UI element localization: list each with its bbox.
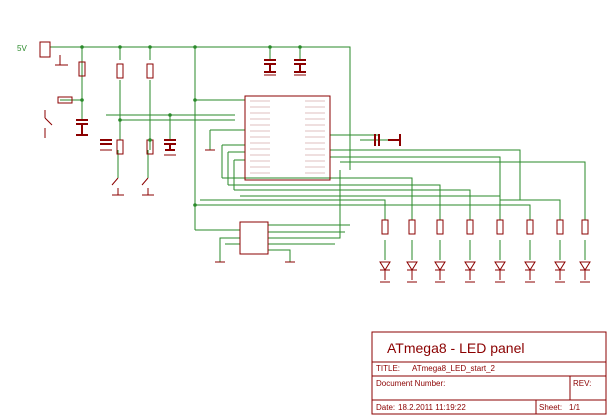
mcu-atmega8 xyxy=(244,95,331,181)
title-block-frame xyxy=(371,331,607,415)
rev-label: REV: xyxy=(573,379,592,388)
led-resistor-1 xyxy=(381,219,389,235)
capacitor-c4 xyxy=(264,59,276,73)
led-resistor-6 xyxy=(526,219,534,235)
mcu-pin-marks xyxy=(250,100,325,174)
led-5 xyxy=(494,261,506,280)
sheet-value: 1/1 xyxy=(569,403,581,412)
power-label: 5V xyxy=(17,44,27,53)
led-resistor-4 xyxy=(466,219,474,235)
led-3 xyxy=(434,261,446,280)
power-connector xyxy=(39,41,51,58)
title-value: ATmega8_LED_start_2 xyxy=(412,364,496,373)
led-resistor-8 xyxy=(581,219,589,235)
wires xyxy=(50,46,586,262)
capacitor-c3 xyxy=(164,139,176,151)
led-resistor-2 xyxy=(408,219,416,235)
led-8 xyxy=(579,261,591,280)
resistor-r2 xyxy=(116,63,124,79)
title-label: TITLE: xyxy=(376,364,401,373)
document-number-label: Document Number: xyxy=(376,379,446,388)
resistor-r5 xyxy=(116,139,124,155)
date-value: 18.2.2011 11:19:22 xyxy=(398,403,466,412)
led-resistor-5 xyxy=(496,219,504,235)
resistor-r3 xyxy=(146,63,154,79)
junction-dots xyxy=(80,45,302,207)
components xyxy=(39,41,591,283)
capacitor-c1 xyxy=(76,119,88,136)
resistor-r4 xyxy=(57,96,73,104)
header-connector xyxy=(239,221,269,255)
switch-s2 xyxy=(141,177,154,196)
led-resistor-7 xyxy=(556,219,564,235)
led-2 xyxy=(406,261,418,280)
resistor-r1 xyxy=(78,61,86,77)
date-label: Date: xyxy=(376,403,396,412)
capacitor-c2 xyxy=(100,139,112,145)
led-6 xyxy=(524,261,536,280)
capacitor-c5 xyxy=(294,59,306,73)
switch-s1 xyxy=(111,177,124,196)
led-4 xyxy=(464,261,476,280)
led-7 xyxy=(554,261,566,280)
sheet-heading: ATmega8 - LED panel xyxy=(387,340,525,356)
capacitor-c6 xyxy=(374,134,401,146)
led-1 xyxy=(379,261,391,280)
sheet-label: Sheet: xyxy=(539,403,563,412)
reset-switch xyxy=(44,110,53,138)
led-resistor-3 xyxy=(436,219,444,235)
